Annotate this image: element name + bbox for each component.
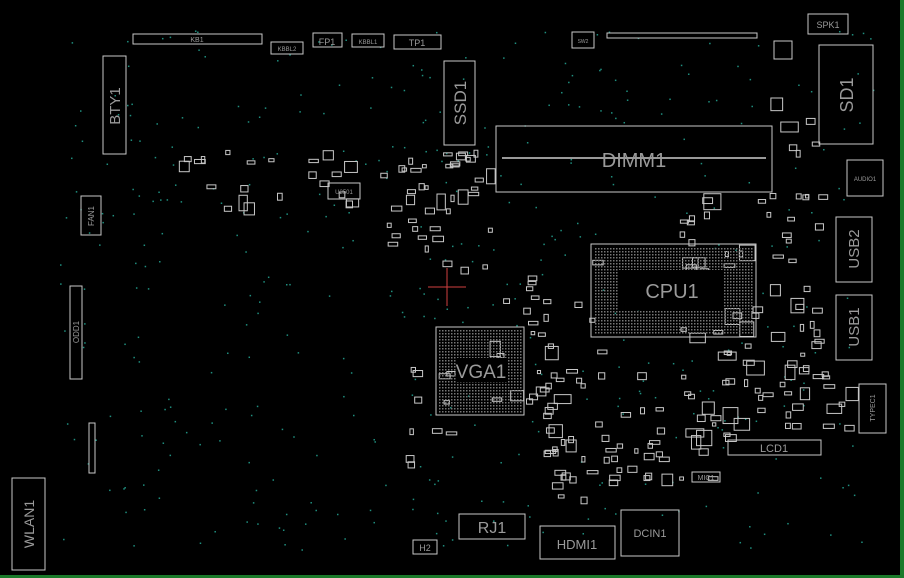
component-label: KBBL2 bbox=[278, 47, 297, 53]
component-label: HDMI1 bbox=[557, 537, 597, 552]
component-label: MIC1 bbox=[698, 475, 715, 482]
component-label: USB1 bbox=[846, 307, 863, 346]
component-lcd1[interactable]: LCD1 bbox=[727, 439, 822, 456]
component-label: KB1 bbox=[190, 37, 203, 44]
component-label: SSD1 bbox=[451, 81, 470, 125]
component-label: H2 bbox=[419, 543, 431, 553]
via-field bbox=[60, 30, 875, 551]
component-usb1[interactable]: USB1 bbox=[835, 294, 873, 361]
component-sd1[interactable]: SD1 bbox=[818, 44, 874, 145]
connector-top bbox=[606, 32, 758, 39]
component-label: SD1 bbox=[837, 77, 857, 112]
component-label: SPK1 bbox=[816, 20, 839, 30]
component-label: USB2 bbox=[846, 229, 863, 268]
connector bbox=[88, 422, 96, 474]
component-label: DCIN1 bbox=[633, 528, 666, 540]
component-label: AUDIO1 bbox=[854, 177, 877, 183]
component-rj1[interactable]: RJ1 bbox=[458, 513, 526, 540]
component-label: WLAN1 bbox=[21, 500, 37, 548]
component-fan1[interactable]: FAN1 bbox=[80, 195, 102, 236]
component-usb2[interactable]: USB2 bbox=[835, 216, 873, 283]
board-edge-right bbox=[900, 0, 904, 578]
crosshair-cursor bbox=[428, 268, 466, 306]
component-tp1[interactable]: TP1 bbox=[393, 34, 442, 50]
component-label: RJ1 bbox=[478, 520, 507, 537]
component-label: U2501 bbox=[335, 190, 353, 196]
component-label: VGA1 bbox=[456, 362, 507, 383]
component-label: KBBL1 bbox=[359, 40, 378, 46]
component-audio1[interactable]: AUDIO1 bbox=[846, 159, 884, 197]
component-wlan1[interactable]: WLAN1 bbox=[11, 477, 46, 571]
component-ssd1[interactable]: SSD1 bbox=[443, 60, 476, 146]
component-sw2[interactable]: SW2 bbox=[571, 31, 595, 49]
component-dcin1[interactable]: DCIN1 bbox=[620, 509, 680, 557]
component-typec1[interactable]: TYPEC1 bbox=[858, 383, 887, 434]
component-kb1[interactable]: KB1 bbox=[132, 33, 263, 45]
component-label: SW2 bbox=[578, 39, 589, 45]
component-label: ODD1 bbox=[72, 320, 81, 343]
component-label: BTY1 bbox=[107, 87, 124, 125]
component-odd1[interactable]: ODD1 bbox=[69, 285, 83, 380]
component-label: LCD1 bbox=[760, 443, 788, 455]
component-kbbl1[interactable]: KBBL1 bbox=[351, 33, 385, 48]
component-cpu1[interactable]: CPU1 bbox=[590, 243, 757, 338]
component-hdmi1[interactable]: HDMI1 bbox=[539, 525, 616, 560]
component-fp1[interactable]: FP1 bbox=[312, 32, 343, 48]
component-u2501[interactable]: U2501 bbox=[327, 182, 361, 200]
component-bty1[interactable]: BTY1 bbox=[102, 55, 127, 155]
component-mic1[interactable]: MIC1 bbox=[691, 471, 721, 483]
component-spk1[interactable]: SPK1 bbox=[807, 13, 849, 35]
component-label: DIMM1 bbox=[602, 150, 666, 172]
board-edge-bottom bbox=[0, 575, 904, 578]
component-dimm1[interactable]: DIMM1 bbox=[495, 125, 773, 193]
component-label: TYPEC1 bbox=[870, 394, 877, 421]
chip bbox=[773, 40, 793, 60]
component-label: FAN1 bbox=[87, 205, 96, 226]
component-label: FP1 bbox=[319, 37, 336, 47]
component-vga1[interactable]: VGA1 bbox=[435, 326, 525, 416]
component-label: CPU1 bbox=[645, 281, 698, 303]
component-h2[interactable]: H2 bbox=[412, 539, 438, 555]
component-label: TP1 bbox=[409, 38, 426, 48]
component-kbbl2[interactable]: KBBL2 bbox=[270, 41, 304, 55]
